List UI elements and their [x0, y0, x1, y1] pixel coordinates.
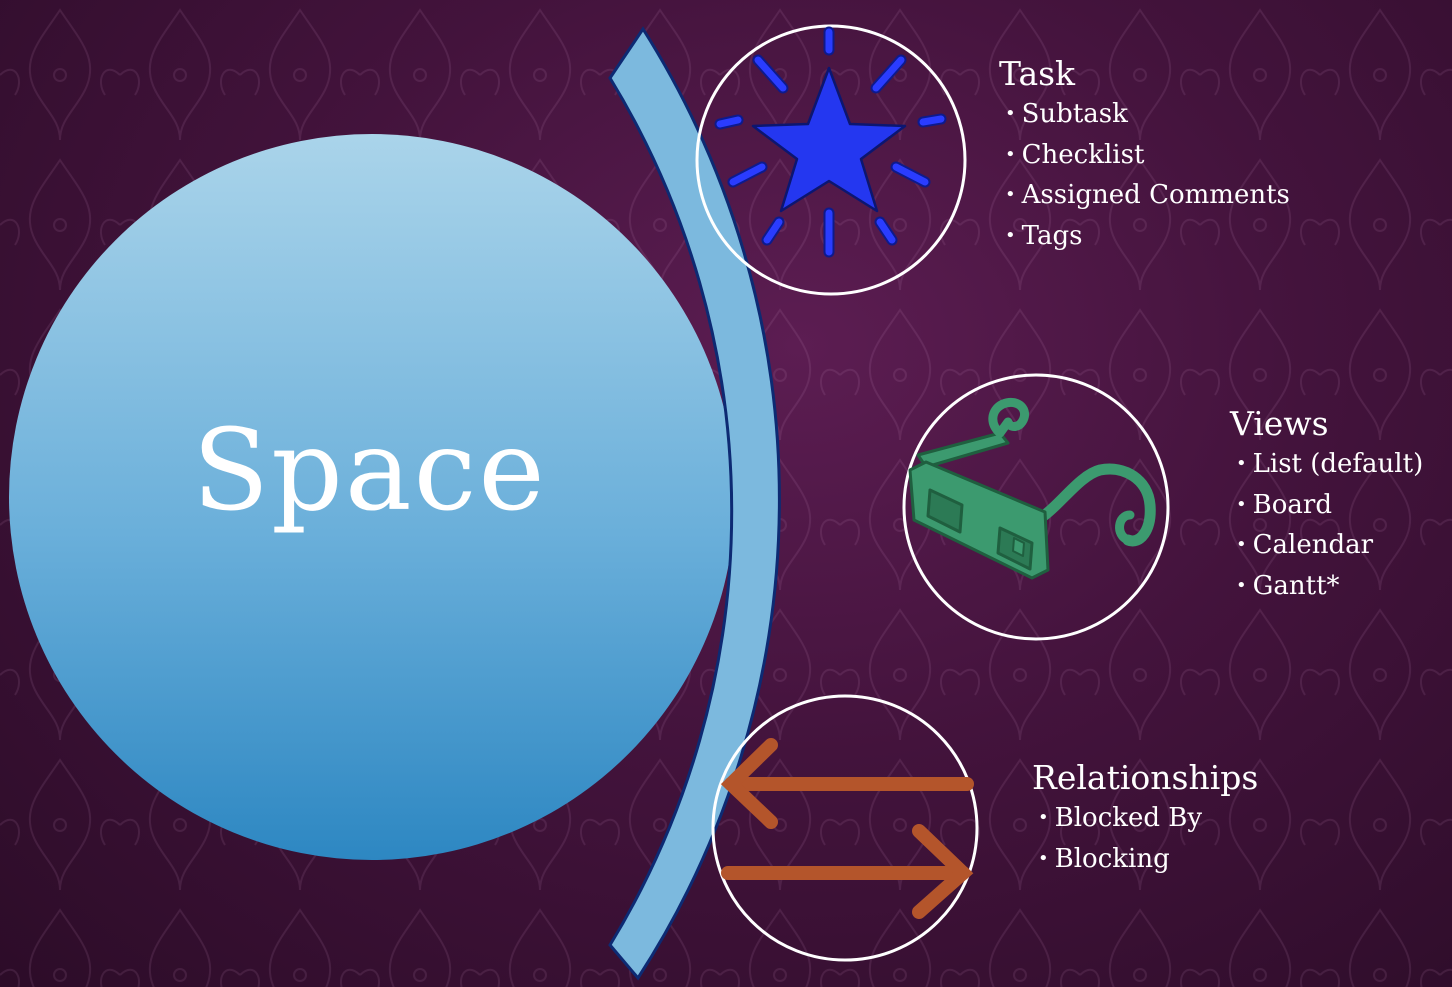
- relationships-block: Relationships •Blocked By •Blocking: [1032, 758, 1258, 879]
- relationships-list: •Blocked By •Blocking: [1032, 798, 1258, 879]
- list-item: •Subtask: [1005, 94, 1290, 135]
- list-item-label: Calendar: [1252, 530, 1374, 560]
- list-item-label: Board: [1252, 489, 1332, 520]
- bullet-icon: •: [1038, 807, 1049, 828]
- list-item-label: Tags: [1021, 220, 1083, 251]
- views-block: Views •List (default) •Board •Calendar •…: [1230, 404, 1423, 606]
- views-heading: Views: [1230, 404, 1329, 443]
- bullet-icon: •: [1005, 224, 1016, 246]
- space-circle: [9, 134, 735, 860]
- list-item: •List (default): [1236, 444, 1423, 485]
- swap-arrows-icon: [720, 738, 974, 919]
- list-item: •Blocked By: [1038, 798, 1258, 839]
- bullet-icon: •: [1005, 184, 1016, 205]
- list-item: •Board: [1236, 485, 1423, 526]
- views-circle: [902, 373, 1170, 641]
- space-title: Space: [192, 406, 547, 536]
- list-item-label: Assigned Comments: [1021, 180, 1290, 210]
- bullet-icon: •: [1236, 574, 1247, 596]
- bullet-icon: •: [1005, 103, 1016, 124]
- bullet-icon: •: [1236, 493, 1247, 515]
- arc-band: [608, 26, 781, 981]
- relationships-circle: [711, 694, 979, 962]
- list-item-label: Blocked By: [1054, 803, 1203, 833]
- bullet-icon: •: [1236, 534, 1247, 555]
- task-circle: [695, 24, 967, 296]
- list-item-label: Checklist: [1021, 139, 1145, 170]
- bullet-icon: •: [1005, 143, 1016, 165]
- list-item-label: Gantt*: [1252, 570, 1340, 601]
- list-item: •Tags: [1005, 216, 1290, 257]
- list-item-label: Blocking: [1054, 843, 1170, 874]
- list-item: •Gantt*: [1236, 566, 1423, 607]
- 3d-glasses-icon: [908, 398, 1156, 580]
- bullet-icon: •: [1236, 453, 1247, 474]
- star-burst-icon: [714, 26, 947, 258]
- views-list: •List (default) •Board •Calendar •Gantt*: [1230, 444, 1423, 606]
- task-block: Task •Subtask •Checklist •Assigned Comme…: [999, 54, 1290, 256]
- task-list: •Subtask •Checklist •Assigned Comments •…: [999, 94, 1290, 256]
- list-item-label: List (default): [1252, 449, 1424, 479]
- bullet-icon: •: [1038, 847, 1049, 869]
- list-item: •Calendar: [1236, 525, 1423, 566]
- list-item: •Blocking: [1038, 839, 1258, 880]
- list-item: •Assigned Comments: [1005, 175, 1290, 216]
- task-heading: Task: [999, 54, 1076, 93]
- list-item-label: Subtask: [1021, 99, 1128, 129]
- relationships-heading: Relationships: [1032, 758, 1259, 797]
- list-item: •Checklist: [1005, 135, 1290, 176]
